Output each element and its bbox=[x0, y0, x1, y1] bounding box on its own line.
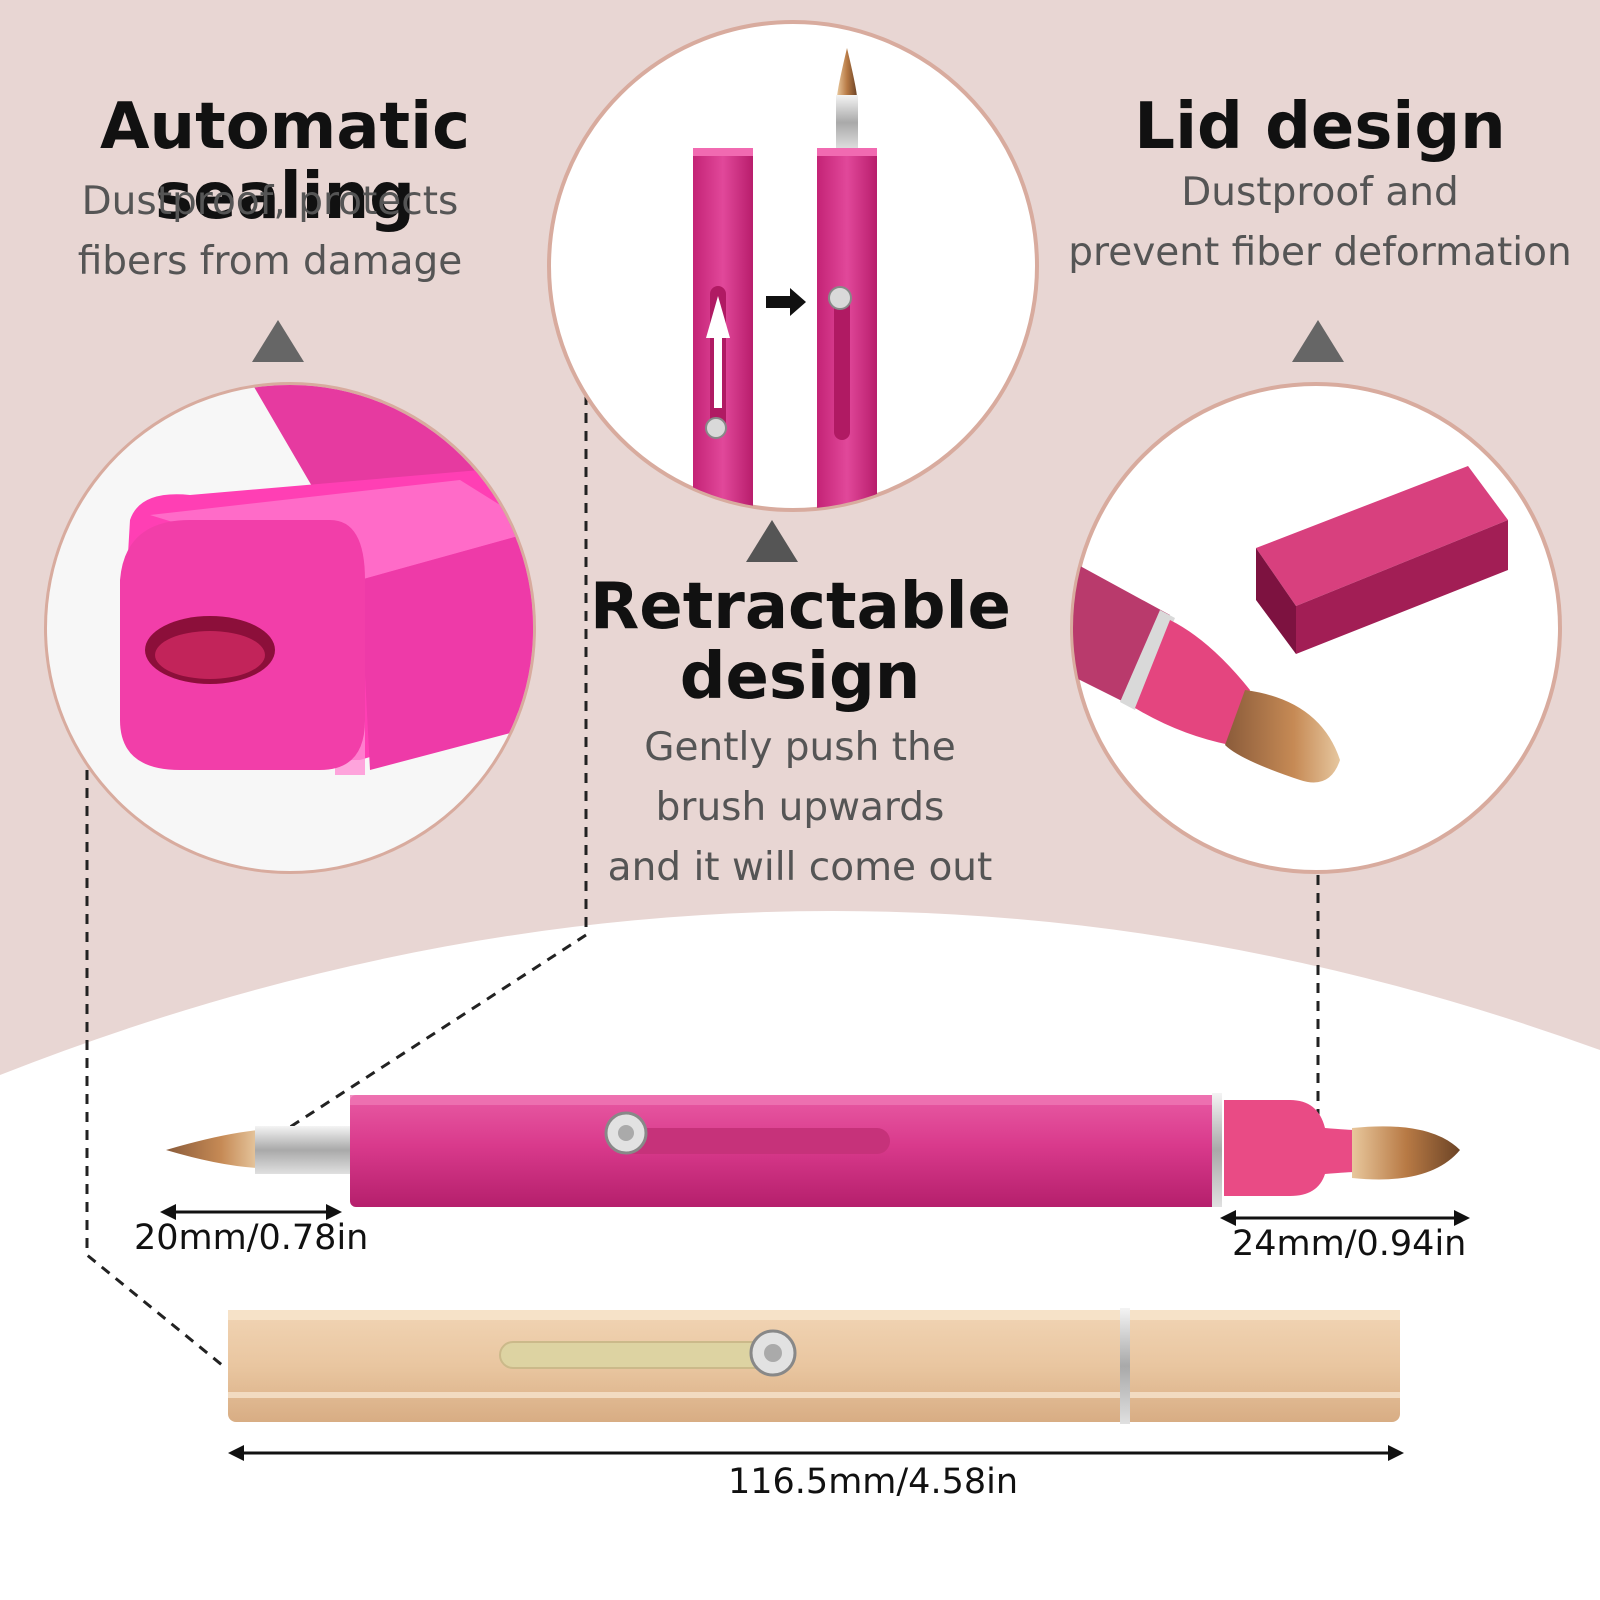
bristle-flat bbox=[1352, 1126, 1460, 1180]
triangle-up-icon bbox=[252, 320, 304, 362]
brush-gold-closed bbox=[228, 1308, 1400, 1424]
lid-seam bbox=[1120, 1308, 1130, 1424]
arrow-right-icon bbox=[766, 288, 806, 316]
feature-title: Lid design bbox=[1134, 90, 1506, 164]
slider-knob bbox=[705, 417, 727, 439]
feature-title: Retractable bbox=[590, 570, 1011, 644]
feature-desc-line: prevent fiber deformation bbox=[1068, 230, 1572, 275]
detail-circle-lid bbox=[1070, 382, 1562, 874]
feature-lid-design: Lid design bbox=[1060, 92, 1580, 162]
feature-desc-line: Dustproof and bbox=[1181, 170, 1459, 215]
feature-desc-line: Gently push the bbox=[644, 725, 956, 770]
measurement-tip-length: 20mm/0.78in bbox=[134, 1218, 369, 1258]
background-white-arc bbox=[0, 910, 1600, 1600]
brush-neck bbox=[1224, 1100, 1355, 1196]
detail-circle-retract bbox=[547, 20, 1039, 512]
detail-circle-sealing bbox=[44, 382, 536, 874]
brush-pink-extended bbox=[166, 1093, 1460, 1207]
feature-desc-line: fibers from damage bbox=[77, 239, 463, 284]
measurement-arrows bbox=[160, 1204, 1470, 1461]
feature-retractable-desc: Gently push the brush upwards and it wil… bbox=[590, 718, 1010, 898]
bristle-tip bbox=[166, 1130, 258, 1168]
brush-handle-gold bbox=[228, 1310, 1400, 1422]
ferrule bbox=[255, 1126, 350, 1174]
feature-title: Automatic sealing bbox=[100, 90, 470, 234]
feature-desc-line: Dustproof, protects bbox=[81, 179, 459, 224]
feature-automatic-sealing-desc: Dustproof, protects fibers from damage bbox=[40, 172, 500, 292]
measurement-total-length: 116.5mm/4.58in bbox=[728, 1462, 1019, 1502]
slider-track bbox=[620, 1128, 890, 1154]
feature-title: design bbox=[679, 640, 921, 714]
cap-seam bbox=[1212, 1093, 1222, 1207]
triangle-down-icon bbox=[746, 520, 798, 562]
feature-desc-line: and it will come out bbox=[607, 845, 993, 890]
slider-knob bbox=[828, 286, 852, 310]
arrow-up-icon bbox=[706, 296, 730, 408]
slider-track-gold bbox=[499, 1341, 786, 1369]
feature-lid-design-desc: Dustproof and prevent fiber deformation bbox=[1050, 163, 1590, 283]
dashed-connectors bbox=[85, 395, 1320, 1367]
triangle-up-icon bbox=[1292, 320, 1344, 362]
feature-desc-line: brush upwards bbox=[655, 785, 945, 830]
measurement-lid-brush-length: 24mm/0.94in bbox=[1232, 1224, 1467, 1264]
feature-automatic-sealing: Automatic sealing bbox=[0, 92, 570, 232]
feature-retractable-design: Retractable design bbox=[590, 570, 1011, 714]
bristle-tip bbox=[837, 48, 857, 98]
